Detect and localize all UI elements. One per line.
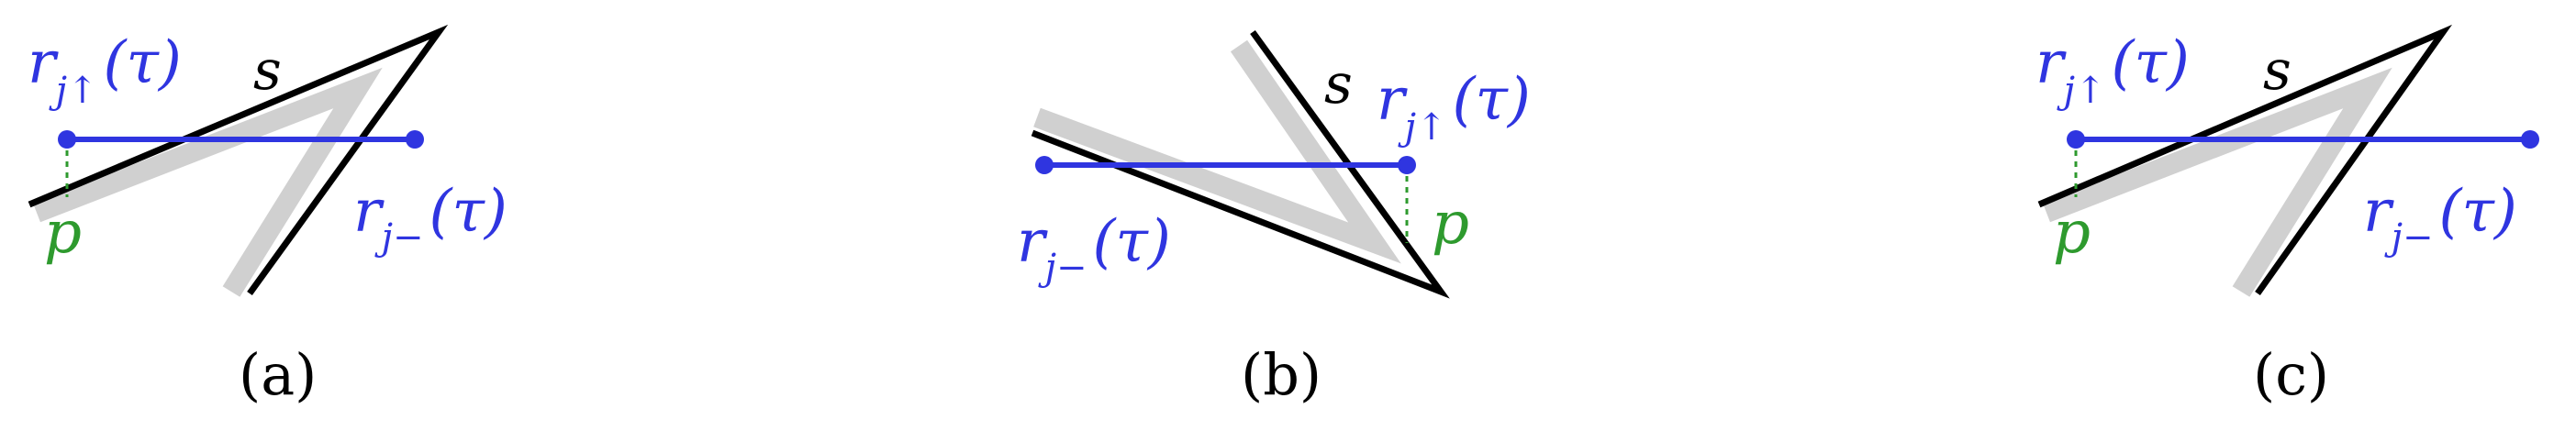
- label-p: p: [1432, 190, 1469, 258]
- caption-a: (a): [239, 341, 317, 408]
- ray-endpoint-left: [2067, 130, 2085, 149]
- segment-s-shadow: [33, 67, 383, 297]
- label-r-jminus-r: r: [2363, 178, 2394, 246]
- label-r-jminus-tau: (τ): [1093, 208, 1171, 276]
- label-r-jup-sub: j↑: [1398, 106, 1447, 149]
- panel-b: s rj↑(τ) p rj−(τ) (b): [1017, 29, 1531, 408]
- label-r-jminus-sub: j−: [2384, 216, 2434, 259]
- label-r-jminus-sub: j−: [1038, 247, 1087, 289]
- segment-s-shadow: [2043, 67, 2392, 297]
- label-r-jup-r: r: [1377, 66, 1408, 134]
- segment-s: [1031, 29, 1450, 299]
- panel-a: rj↑(τ) s p rj−(τ) (a): [28, 24, 507, 408]
- label-r-jup-r: r: [2035, 29, 2067, 97]
- caption-c: (c): [2253, 341, 2329, 408]
- label-r-jup-tau: (τ): [2112, 29, 2190, 97]
- label-r-jup: rj↑(τ): [1377, 66, 1531, 149]
- label-r-jminus-sub: j−: [374, 216, 424, 259]
- label-r-jminus-tau: (τ): [429, 178, 507, 246]
- segment-s: [2037, 24, 2453, 296]
- label-r-jminus-r: r: [1017, 208, 1048, 276]
- label-r-jup-sub: j↑: [2057, 70, 2106, 112]
- label-s: s: [2263, 39, 2292, 103]
- label-r-jminus: rj−(τ): [2363, 178, 2517, 259]
- label-s: s: [1324, 52, 1353, 116]
- caption-b: (b): [1241, 341, 1321, 408]
- label-r-jminus-r: r: [353, 178, 385, 246]
- panel-c: rj↑(τ) s p rj−(τ) (c): [2035, 24, 2539, 408]
- label-p: p: [2053, 199, 2091, 267]
- segment-s-shadow: [1033, 39, 1401, 264]
- label-r-jup: rj↑(τ): [28, 29, 182, 112]
- ray-endpoint-left: [58, 130, 76, 149]
- label-r-jup: rj↑(τ): [2035, 29, 2190, 112]
- segment-s: [28, 24, 449, 296]
- ray-endpoint-right: [1398, 156, 1416, 174]
- ray-endpoint-right: [406, 130, 424, 149]
- label-r-jminus: rj−(τ): [353, 178, 507, 259]
- label-r-jminus: rj−(τ): [1017, 208, 1171, 289]
- label-r-jminus-tau: (τ): [2439, 178, 2517, 246]
- label-r-jup-sub: j↑: [49, 70, 98, 112]
- label-r-jup-tau: (τ): [1453, 66, 1531, 134]
- label-p: p: [44, 199, 82, 267]
- label-r-jup-r: r: [28, 29, 59, 97]
- ray-endpoint-left: [1035, 156, 1054, 174]
- label-r-jup-tau: (τ): [104, 29, 182, 97]
- ray-endpoint-right: [2521, 130, 2539, 149]
- label-s: s: [253, 39, 282, 103]
